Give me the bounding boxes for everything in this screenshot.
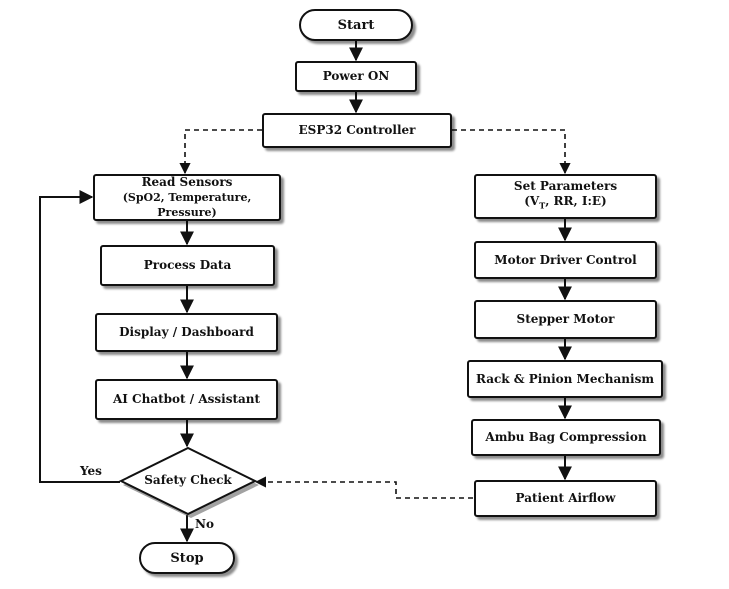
read-sensors-sublabel: (SpO2, Temperature, Pressure) bbox=[122, 191, 252, 219]
set-parameters-sub-t: T bbox=[539, 200, 546, 211]
display-dashboard-label: Display / Dashboard bbox=[119, 325, 254, 339]
motor-driver-node: Motor Driver Control bbox=[474, 241, 657, 279]
set-parameters-label: Set Parameters bbox=[513, 179, 618, 194]
power-on-node: Power ON bbox=[295, 61, 417, 92]
motor-driver-label: Motor Driver Control bbox=[494, 252, 637, 267]
stepper-motor-node: Stepper Motor bbox=[474, 300, 657, 339]
ambu-bag-label: Ambu Bag Compression bbox=[485, 430, 647, 444]
patient-airflow-node: Patient Airflow bbox=[474, 480, 657, 517]
ambu-bag-node: Ambu Bag Compression bbox=[471, 419, 661, 456]
dashed-arrow-esp32-to-read-sensors bbox=[179, 129, 262, 175]
set-parameters-sub-post: , RR, I:E) bbox=[545, 194, 607, 209]
ai-chatbot-label: AI Chatbot / Assistant bbox=[112, 392, 261, 406]
ai-chatbot-node: AI Chatbot / Assistant bbox=[95, 379, 278, 420]
start-node: Start bbox=[299, 9, 413, 41]
set-parameters-node: Set Parameters (VT, RR, I:E) bbox=[474, 174, 657, 219]
process-data-label: Process Data bbox=[143, 258, 232, 272]
esp32-controller-node: ESP32 Controller bbox=[262, 113, 452, 148]
arrow-safety-yes-loop bbox=[39, 190, 120, 483]
stop-node: Stop bbox=[139, 542, 235, 574]
set-parameters-sublabel: (VT, RR, I:E) bbox=[524, 194, 606, 213]
rack-pinion-label: Rack & Pinion Mechanism bbox=[475, 371, 655, 386]
read-sensors-label: Read Sensors bbox=[141, 175, 233, 189]
rack-pinion-node: Rack & Pinion Mechanism bbox=[467, 360, 663, 398]
esp32-controller-label: ESP32 Controller bbox=[298, 123, 416, 137]
safety-check-label: Safety Check bbox=[144, 473, 232, 487]
start-label: Start bbox=[337, 17, 375, 33]
yes-label: Yes bbox=[80, 464, 102, 478]
process-data-node: Process Data bbox=[100, 245, 275, 286]
read-sensors-node: Read Sensors (SpO2, Temperature, Pressur… bbox=[93, 174, 281, 221]
stop-label: Stop bbox=[170, 550, 204, 566]
power-on-label: Power ON bbox=[322, 69, 390, 83]
no-label: No bbox=[195, 517, 214, 531]
display-dashboard-node: Display / Dashboard bbox=[95, 313, 278, 352]
dashed-arrow-airflow-to-safety bbox=[254, 476, 473, 499]
stepper-motor-label: Stepper Motor bbox=[516, 312, 615, 326]
patient-airflow-label: Patient Airflow bbox=[515, 491, 616, 505]
set-parameters-sub-pre: (V bbox=[524, 194, 540, 209]
safety-check-diamond bbox=[118, 446, 258, 516]
dashed-arrow-esp32-to-set-parameters bbox=[452, 129, 571, 175]
